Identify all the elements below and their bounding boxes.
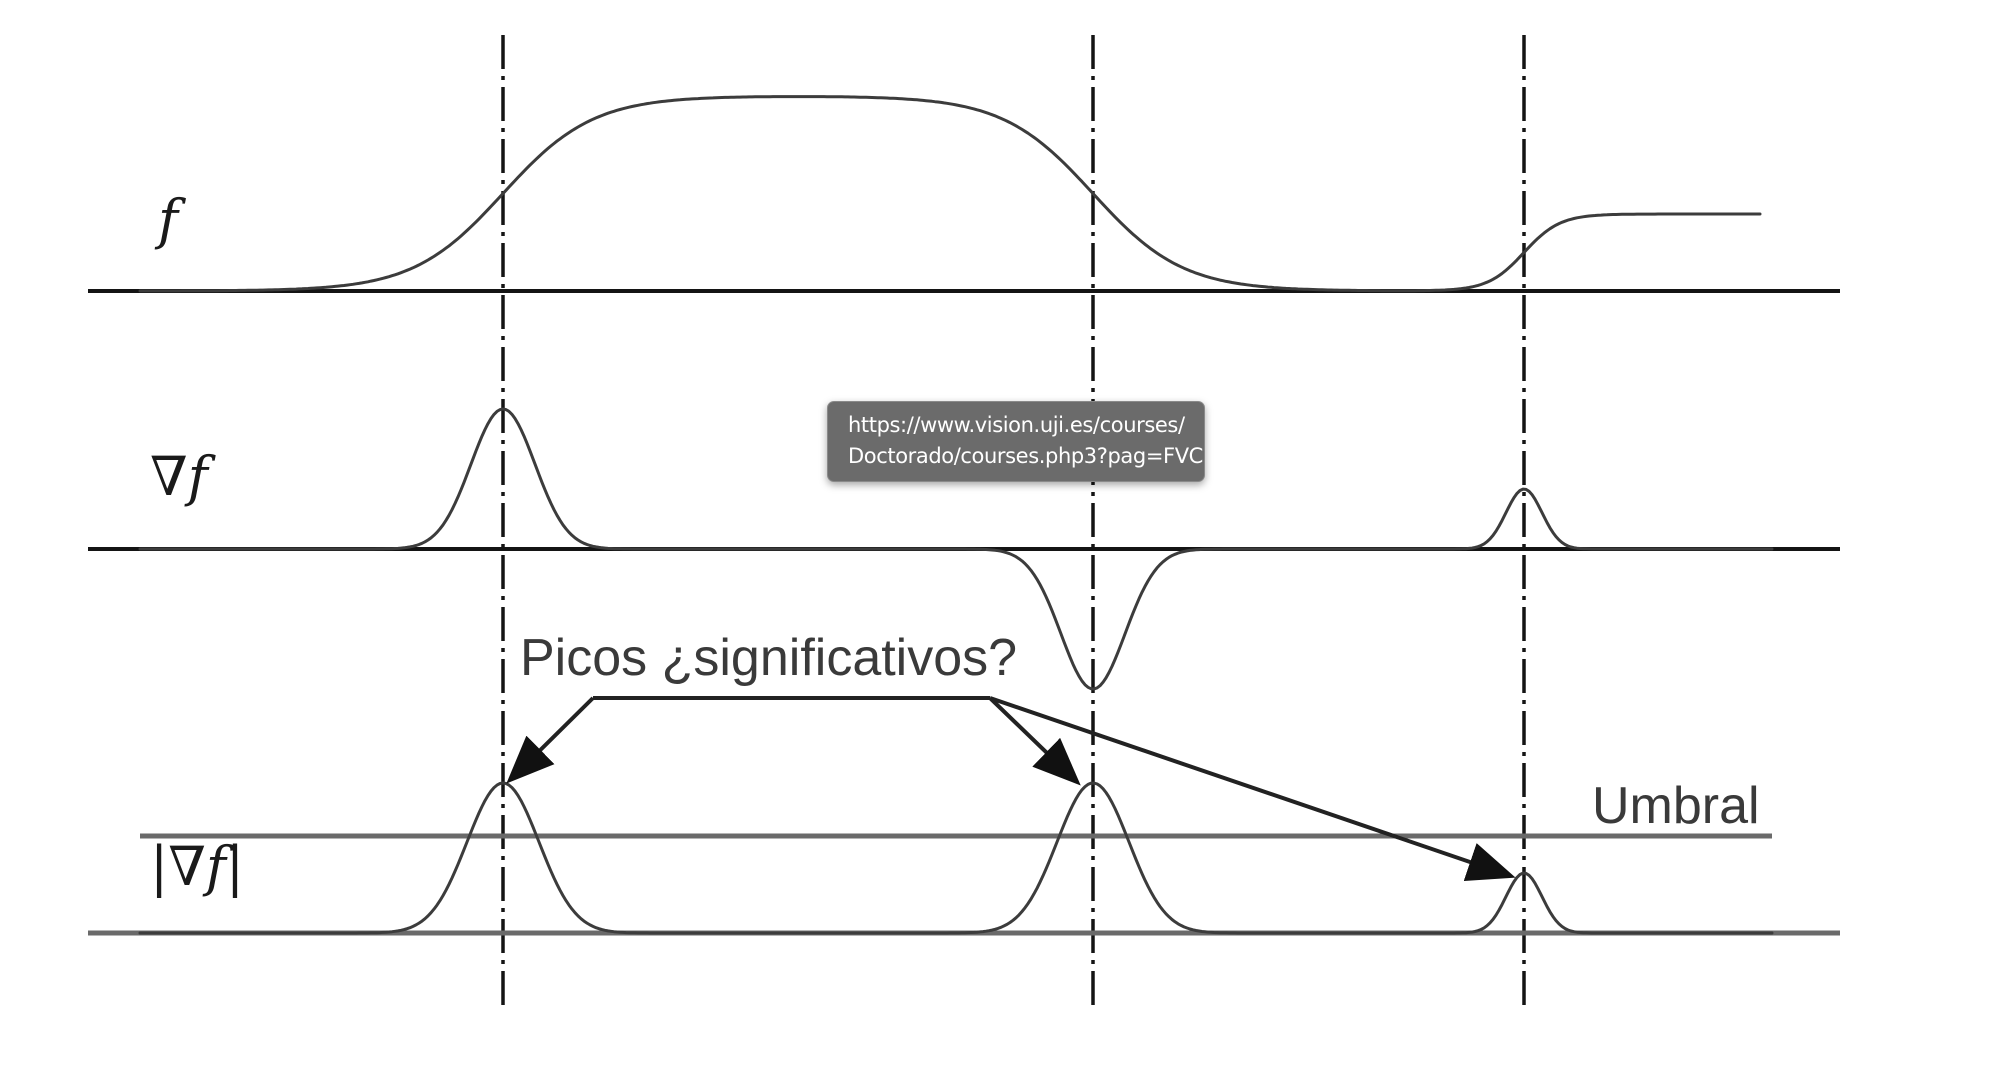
label-gradient: ∇f [150, 445, 216, 508]
tooltip-line-1: https://www.vision.uji.es/courses/ [848, 413, 1185, 437]
curve-gradient [138, 407, 1774, 691]
url-tooltip: https://www.vision.uji.es/courses/ Docto… [827, 401, 1205, 482]
label-f: f [154, 188, 186, 251]
curve-gradient-magnitude [138, 781, 1774, 935]
annotation-text: Picos ¿significativos? [520, 629, 1017, 687]
arrow-to-peak-2 [988, 696, 1081, 786]
threshold-label: Umbral [1592, 777, 1760, 835]
tooltip-line-2: Doctorado/courses.php3?pag=FVC [848, 444, 1203, 468]
curve-f [138, 95, 1762, 293]
label-gradient-magnitude: |∇f| [150, 835, 244, 898]
arrow-to-peak-3 [989, 696, 1516, 881]
arrow-to-peak-1 [506, 696, 595, 784]
